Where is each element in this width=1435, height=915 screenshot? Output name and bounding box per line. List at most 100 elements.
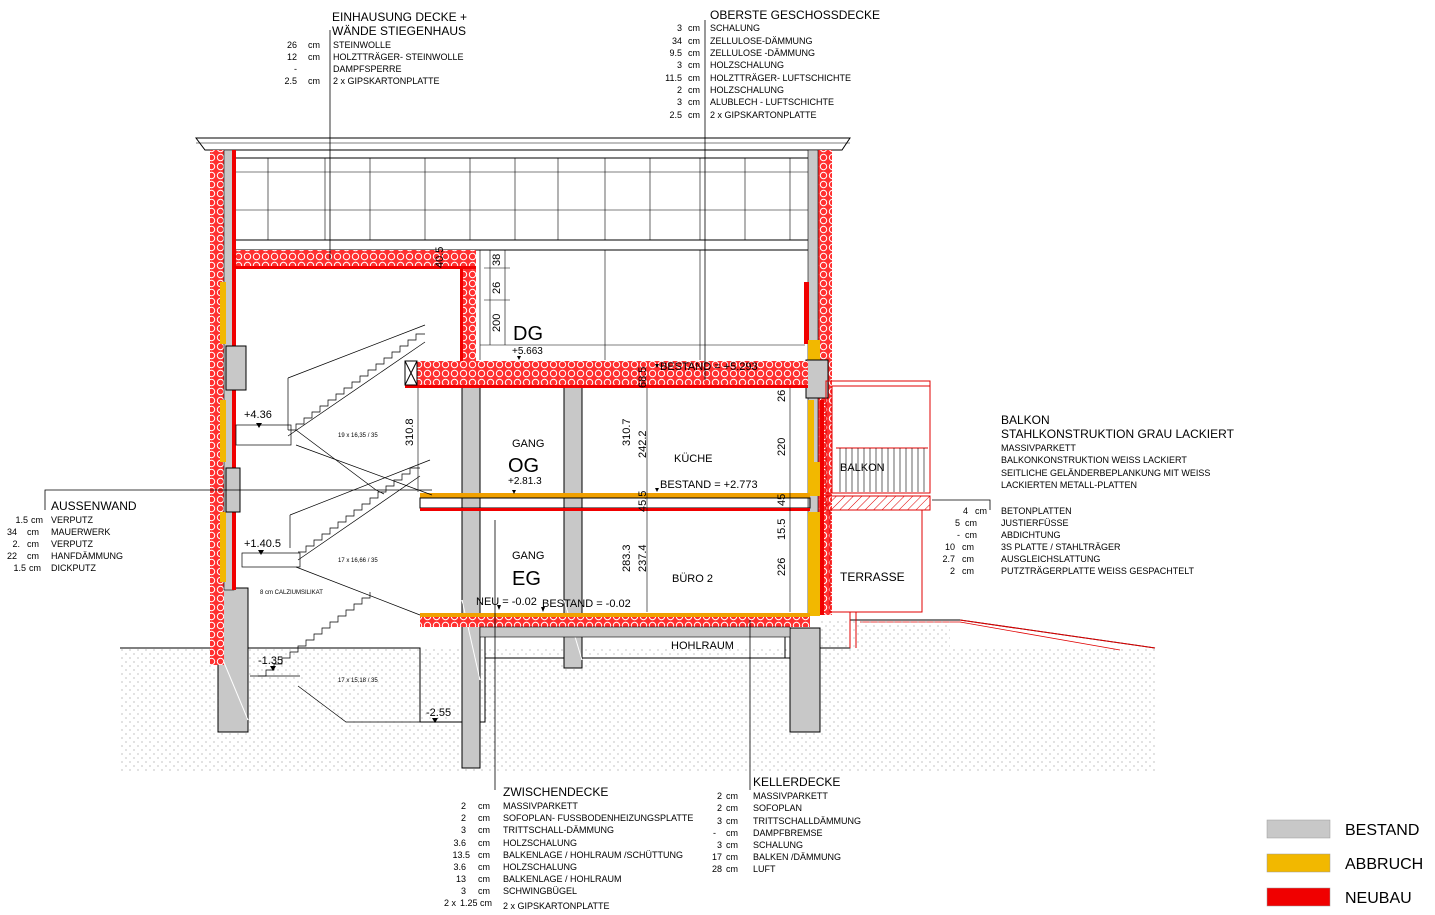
row-d: DICKPUTZ [51, 563, 97, 573]
row-u: cm [27, 527, 39, 537]
row-u: cm [308, 40, 320, 50]
stair-labels: 19 x 16,35 / 35 17 x 16,66 / 35 17 x 15,… [260, 433, 378, 684]
label-kueche: KÜCHE [674, 453, 713, 465]
row-u: cm [688, 23, 700, 33]
row-u: cm [31, 515, 43, 525]
stair-mid-label: 17 x 16,66 / 35 [338, 558, 378, 564]
level-dg: +5.663 [512, 346, 543, 357]
row-u: cm [478, 850, 490, 860]
row-n: 2.7 [942, 554, 955, 564]
kellerdecke-title: KELLERDECKE [753, 775, 840, 789]
dim-155: 15.5 [776, 519, 788, 540]
row-n: 3 [461, 886, 466, 896]
row-u: cm [726, 803, 738, 813]
row-n: 26 [287, 40, 297, 50]
row-n: - [957, 530, 960, 540]
right-exterior-wall [804, 149, 832, 616]
legend-label-abbruch: ABBRUCH [1345, 856, 1423, 873]
level-markers [256, 356, 659, 723]
floor-labels: DG OG EG GANG GANG KÜCHE BÜRO 2 BALKON T… [508, 323, 905, 652]
row-u: cm [308, 76, 320, 86]
dim-2422: 242.2 [637, 430, 649, 458]
aussenwand-title: AUSSENWAND [51, 499, 137, 513]
label-balkon: BALKON [840, 462, 885, 474]
row-n: 2 [950, 566, 955, 576]
dim-26a: 26 [491, 282, 503, 294]
row-d: MAUERWERK [51, 527, 110, 537]
row-u: cm [688, 36, 700, 46]
legend-swatch-abbruch [1266, 853, 1331, 873]
row-n: - [294, 64, 297, 74]
row-d: TRITTSCHALL-DÄMMUNG [503, 825, 614, 835]
level-og: +2.81.3 [508, 476, 542, 487]
row-d: SOFOPLAN- FUSSBODENHEIZUNGSPLATTE [503, 813, 693, 823]
row-u: cm [726, 852, 738, 862]
row-d: BALKEN /DÄMMUNG [753, 852, 841, 862]
dim-2374: 237.4 [637, 544, 649, 572]
dim-3107: 310.7 [621, 418, 633, 446]
row-u: cm [726, 864, 738, 874]
einhausung-title-2: WÄNDE STIEGENHAUS [332, 24, 466, 38]
row-d: STEINWOLLE [333, 40, 391, 50]
row-n: 3 [677, 60, 682, 70]
row-n: - [713, 828, 716, 838]
left-exterior-wall [210, 149, 247, 665]
row-n: 12 [287, 52, 297, 62]
label-hohlraum: HOHLRAUM [671, 640, 734, 652]
label-eg: EG [512, 568, 541, 590]
balkon-line: LACKIERTEN METALL-PLATTEN [1001, 480, 1137, 490]
row-n: 2 [461, 801, 466, 811]
balkon-line: BALKONKONSTRUKTION WEISS LACKIERT [1001, 455, 1187, 465]
legend-swatch-neubau [1266, 887, 1331, 907]
label-gang-eg: GANG [512, 550, 544, 562]
row-u: cm [478, 862, 490, 872]
level-stair-mid: +1.40.5 [244, 538, 281, 550]
stair-upper-label: 19 x 16,35 / 35 [338, 433, 378, 439]
stair-enclosure [236, 250, 476, 361]
row-d: 3S PLATTE / STAHLTRÄGER [1001, 542, 1121, 552]
row-n: 3 [461, 825, 466, 835]
row-d: ZELLULOSE -DÄMMUNG [710, 48, 815, 58]
row-u: cm [962, 542, 974, 552]
row-d: MASSIVPARKETT [503, 801, 578, 811]
row-u: cm [29, 563, 41, 573]
balcony [825, 380, 931, 648]
row-n: 3.6 [453, 862, 466, 872]
dim-2833: 283.3 [621, 544, 633, 572]
row-u: 1.25 cm [460, 898, 492, 908]
row-d: PUTZTRÄGERPLATTE WEISS GESPACHTELT [1001, 566, 1195, 576]
row-u: cm [478, 813, 490, 823]
row-n: 2. [12, 539, 20, 549]
row-d: HOLZSCHALUNG [503, 862, 577, 872]
row-u: cm [688, 85, 700, 95]
row-d: BALKENLAGE / HOHLRAUM /SCHÜTTUNG [503, 850, 683, 860]
row-n: 34 [7, 527, 17, 537]
row-d: SCHALUNG [710, 23, 760, 33]
row-d: ALUBLECH - LUFTSCHICHTE [710, 97, 834, 107]
row-u: cm [726, 791, 738, 801]
row-u: cm [688, 48, 700, 58]
level-bestand-eg: BESTAND = -0.02 [542, 598, 631, 610]
row-n: 3 [717, 816, 722, 826]
row-n: 1.5 [15, 515, 28, 525]
balkon-line: SEITLICHE GELÄNDERBEPLANKUNG MIT WEISS [1001, 468, 1210, 478]
dim-45: 45 [776, 494, 788, 506]
row-n: 9.5 [669, 48, 682, 58]
row-n: 2 x [444, 898, 457, 908]
row-d: BETONPLATTEN [1001, 506, 1072, 516]
label-gang-og: GANG [512, 438, 544, 450]
row-d: JUSTIERFÜSSE [1001, 518, 1069, 528]
row-d: VERPUTZ [51, 515, 94, 525]
legend-label-neubau: NEUBAU [1345, 890, 1412, 907]
row-d: 2 x GIPSKARTONPLATTE [333, 76, 440, 86]
legend: BESTAND ABBRUCH NEUBAU [1266, 819, 1423, 907]
row-d: ZELLULOSE-DÄMMUNG [710, 36, 813, 46]
row-u: cm [726, 816, 738, 826]
row-u: cm [27, 539, 39, 549]
row-n: 3.6 [453, 838, 466, 848]
